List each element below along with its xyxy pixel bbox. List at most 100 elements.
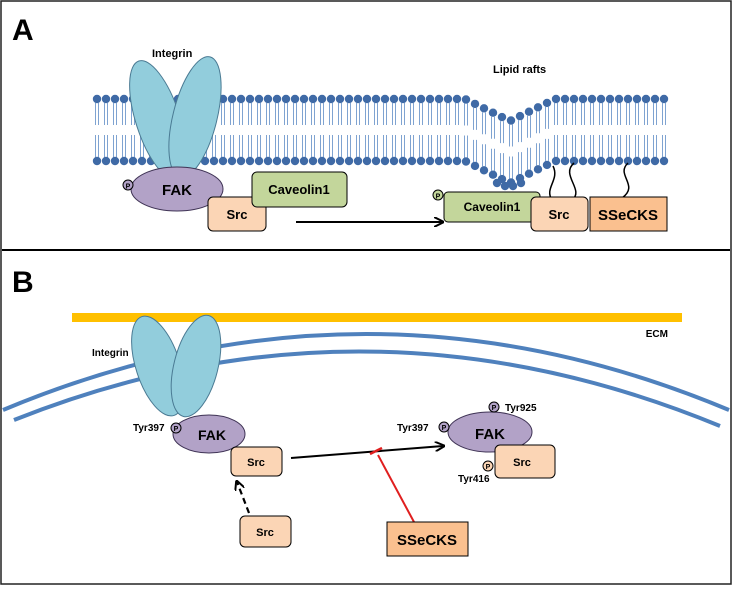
lipid-head bbox=[605, 94, 615, 104]
lipid-head bbox=[461, 95, 471, 104]
lipid-head bbox=[569, 94, 579, 104]
lipid-head bbox=[508, 181, 518, 191]
lipid-head bbox=[533, 165, 543, 174]
lipid-head bbox=[119, 94, 129, 104]
lipid-head bbox=[236, 156, 246, 166]
lipid-head bbox=[272, 156, 282, 166]
lipid-head bbox=[542, 98, 552, 108]
lipid-head bbox=[227, 94, 237, 104]
lipid-head bbox=[479, 166, 489, 175]
lipid-head bbox=[371, 94, 381, 104]
phospho-tyr397-right bbox=[438, 421, 450, 433]
lipid-head bbox=[344, 94, 354, 104]
fak-label-b-left: FAK bbox=[198, 427, 226, 443]
lipid-head bbox=[425, 94, 435, 104]
lipid-head bbox=[389, 94, 399, 104]
tyr925-label: Tyr925 bbox=[505, 403, 537, 414]
phospho-tyr925 bbox=[488, 401, 500, 413]
lipid-head bbox=[516, 178, 526, 188]
lipid-head bbox=[596, 156, 606, 166]
lipid-head bbox=[614, 94, 624, 104]
src-label-b-right: Src bbox=[513, 457, 531, 469]
integrin-label-b: Integrin bbox=[92, 348, 129, 359]
lipid-head bbox=[353, 94, 363, 104]
lipid-head bbox=[416, 156, 426, 166]
lipid-head bbox=[353, 156, 363, 166]
inhibition-bar bbox=[369, 446, 383, 456]
src-raft bbox=[530, 196, 589, 232]
lipid-head bbox=[443, 156, 453, 166]
lipid-head bbox=[245, 94, 255, 104]
lipid-head bbox=[632, 94, 642, 104]
tyr397-label-left: Tyr397 bbox=[133, 423, 165, 434]
src-label-b-cyto: Src bbox=[256, 527, 274, 539]
lipid-head bbox=[650, 94, 660, 104]
lipid-head bbox=[524, 107, 534, 116]
lipid-head bbox=[290, 156, 300, 166]
lipid-head bbox=[578, 156, 588, 166]
lipid-head bbox=[500, 181, 510, 191]
phospho-caveolin-label: P bbox=[436, 194, 441, 201]
phospho-tyr925-label: P bbox=[492, 405, 497, 412]
lipid-head bbox=[407, 94, 417, 104]
lipid-head bbox=[398, 94, 408, 104]
sseck-lipid-anchor bbox=[621, 162, 630, 199]
lipid-head bbox=[326, 156, 336, 166]
lipid-head bbox=[335, 156, 345, 166]
lipid-head bbox=[515, 111, 525, 121]
tyr397-label-right: Tyr397 bbox=[397, 423, 429, 434]
fak-b-right bbox=[447, 411, 533, 453]
lipid-head bbox=[641, 94, 651, 104]
phospho-tyr397-right-label: P bbox=[442, 425, 447, 432]
src-b-right bbox=[494, 444, 556, 479]
lipid-head bbox=[281, 156, 291, 166]
lipid-head bbox=[560, 94, 570, 104]
lipid-head bbox=[551, 94, 561, 104]
lipid-head bbox=[335, 94, 345, 104]
sseck-label-a: SSeCKS bbox=[598, 207, 658, 224]
lipid-head bbox=[254, 156, 264, 166]
lipid-head bbox=[533, 103, 543, 112]
lipid-head bbox=[344, 156, 354, 166]
lipid-head bbox=[101, 94, 111, 104]
phospho-caveolin bbox=[432, 189, 444, 201]
ecm-label: ECM bbox=[646, 329, 668, 340]
lipid-head bbox=[92, 156, 102, 166]
lipid-head bbox=[272, 94, 282, 104]
lipid-head bbox=[641, 156, 651, 166]
sseck-label-b: SSeCKS bbox=[397, 532, 457, 549]
integrin-b bbox=[131, 314, 222, 418]
lipid-head bbox=[578, 94, 588, 104]
lipid-head bbox=[299, 94, 309, 104]
panel-letter-a: A bbox=[12, 14, 34, 47]
lipid-head bbox=[209, 156, 219, 166]
lipid-head bbox=[425, 156, 435, 166]
sseck-b bbox=[386, 521, 469, 557]
lipid-head bbox=[110, 94, 120, 104]
lipid-head bbox=[317, 94, 327, 104]
tyr416-label: Tyr416 bbox=[458, 474, 490, 485]
lipid-head bbox=[299, 156, 309, 166]
lipid-head bbox=[659, 156, 669, 166]
lipid-head bbox=[452, 94, 462, 104]
lipid-head bbox=[488, 108, 498, 117]
src-b-cyto bbox=[239, 515, 292, 548]
lipid-head bbox=[380, 94, 390, 104]
lipid-head bbox=[492, 178, 502, 188]
lipid-head bbox=[416, 94, 426, 104]
lipid-head bbox=[389, 156, 399, 166]
lipid-head bbox=[380, 156, 390, 166]
lipid-head bbox=[263, 156, 273, 166]
lipid-head bbox=[281, 94, 291, 104]
lipid-head bbox=[470, 99, 480, 109]
lipid-head bbox=[488, 170, 498, 179]
lipid-head bbox=[236, 94, 246, 104]
lipid-head bbox=[290, 94, 300, 104]
lipid-head bbox=[254, 94, 264, 104]
lipid-head bbox=[434, 156, 444, 166]
lipid-head bbox=[326, 94, 336, 104]
phospho-tyr416-label: P bbox=[486, 464, 491, 471]
inhibition-line bbox=[377, 454, 415, 523]
phospho-tyr416 bbox=[482, 460, 494, 472]
